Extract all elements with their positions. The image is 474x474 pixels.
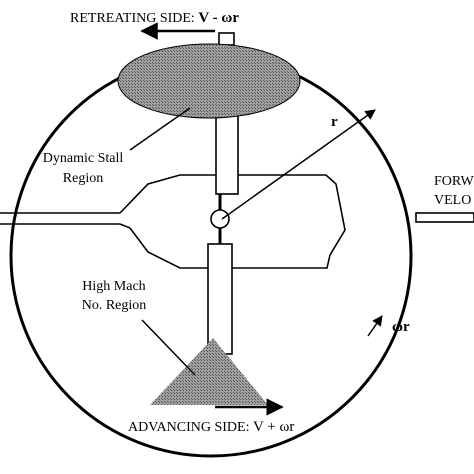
- radius-label: r: [331, 114, 338, 130]
- retreating-side-label: RETREATING SIDE: V - ωr: [70, 10, 239, 26]
- high-mach-leader-line: [141, 319, 196, 376]
- rotation-label: ωr: [392, 319, 410, 335]
- dynamic-stall-leader-line: [129, 107, 191, 151]
- high-mach-label-line2: No. Region: [82, 298, 147, 313]
- high-mach-label-line1: High Mach: [82, 279, 145, 294]
- advancing-side-label: ADVANCING SIDE: V + ωr: [128, 419, 294, 435]
- forward-velocity-label-line2: VELO: [434, 193, 471, 208]
- radius-arrow: [221, 109, 376, 220]
- rotor-hub: [210, 209, 230, 229]
- forward-velocity-label-line1: FORW: [434, 174, 474, 189]
- advancing-side-prefix: ADVANCING SIDE:: [128, 420, 253, 435]
- retreating-side-prefix: RETREATING SIDE:: [70, 11, 198, 26]
- dynamic-stall-label-line1: Dynamic Stall: [43, 151, 124, 166]
- dynamic-stall-label-line2: Region: [63, 171, 103, 186]
- tail-boom-left: [0, 212, 120, 225]
- retreating-blade: [215, 111, 239, 195]
- forward-velocity-boom: [415, 212, 474, 223]
- advancing-blade: [207, 243, 233, 355]
- retreating-side-formula: V - ωr: [198, 10, 239, 26]
- advancing-side-formula: V + ωr: [253, 419, 294, 435]
- retreating-blade-top-stub: [218, 32, 235, 46]
- high-mach-region: [150, 338, 268, 405]
- rotation-arrow: [367, 315, 383, 337]
- fuselage-outline: [119, 174, 346, 269]
- dynamic-stall-region: [117, 43, 301, 119]
